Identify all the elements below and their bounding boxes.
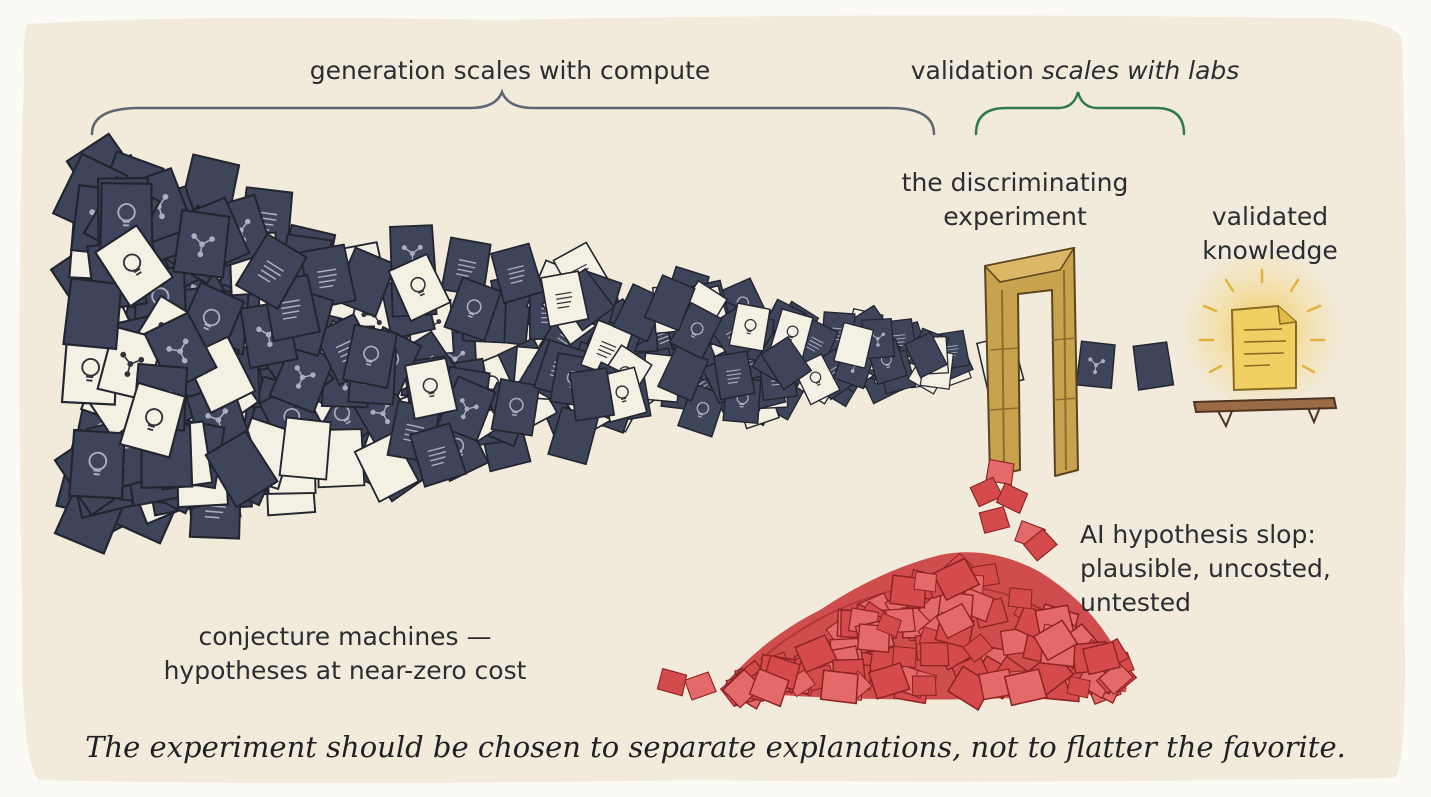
lightbulb-icon — [809, 371, 822, 386]
hypothesis-card-dark — [234, 232, 308, 311]
slop-piece — [962, 633, 994, 663]
hypothesis-card-dark — [1075, 340, 1116, 389]
lightbulb-icon — [410, 276, 426, 297]
generation-bracket — [90, 88, 936, 136]
lightbulb-icon — [202, 308, 221, 331]
lightbulb-icon — [509, 397, 524, 417]
network-icon — [166, 338, 189, 364]
text-lines-icon — [427, 446, 447, 467]
lightbulb-icon — [744, 318, 757, 335]
slop-piece — [748, 667, 790, 708]
hypothesis-card-dark — [490, 377, 541, 437]
slop-piece — [1066, 675, 1091, 699]
hypothesis-slop-pile — [656, 458, 1138, 712]
hypothesis-card-dark — [568, 367, 616, 422]
hypothesis-card-light — [728, 302, 771, 352]
hypothesis-card-dark — [713, 350, 756, 401]
hypothesis-card-dark — [643, 274, 696, 332]
hypothesis-card-dark — [440, 236, 492, 297]
slop-piece — [919, 642, 950, 667]
conjecture-label: conjecture machines —hypotheses at near-… — [163, 622, 527, 685]
slop-piece — [932, 557, 981, 602]
lightbulb-icon — [422, 377, 438, 398]
caption: The experiment should be chosen to separ… — [85, 730, 1346, 764]
hypothesis-card-light — [118, 381, 187, 459]
hypothesis-card-light — [387, 252, 452, 323]
text-lines-icon — [507, 265, 525, 284]
slop-piece — [913, 571, 938, 593]
lightbulb-icon — [466, 299, 482, 319]
network-icon — [1088, 357, 1106, 375]
lightbulb-icon — [696, 401, 710, 418]
lightbulb-icon — [122, 253, 142, 276]
hypothesis-card-dark — [62, 277, 123, 351]
lightbulb-icon — [81, 357, 101, 382]
network-icon — [459, 398, 479, 420]
slop-piece — [867, 662, 911, 700]
hypothesis-card-light — [93, 223, 175, 308]
text-lines-icon — [596, 340, 617, 359]
validation-bracket — [974, 91, 1186, 136]
slop-piece — [683, 671, 717, 701]
slop-pieces — [656, 458, 1138, 712]
validation-label: validation scales with labs — [910, 56, 1240, 85]
slop-piece — [935, 602, 976, 640]
lightbulb-icon — [88, 451, 108, 476]
slop-piece — [1032, 619, 1079, 662]
lightbulb-icon — [363, 345, 380, 366]
discriminating-experiment-gate — [983, 246, 1079, 477]
network-icon — [120, 351, 145, 378]
text-lines-icon — [317, 268, 337, 289]
slop-piece — [656, 667, 688, 697]
network-icon — [191, 233, 215, 258]
lightbulb-icon — [145, 408, 164, 432]
glow-rays — [1198, 268, 1326, 374]
slop-piece — [978, 506, 1011, 534]
lightbulb-icon — [615, 385, 629, 403]
hypothesis-card-light — [353, 431, 420, 504]
hypothesis-card-dark — [760, 335, 813, 391]
text-lines-icon — [726, 369, 742, 384]
slop-piece — [911, 675, 937, 697]
text-lines-icon — [806, 336, 824, 352]
slop-piece — [876, 612, 903, 638]
text-lines-icon — [257, 260, 284, 283]
hypothesis-card-dark — [68, 428, 126, 500]
lightbulb-icon — [117, 203, 136, 227]
hypothesis-card-light — [540, 270, 590, 328]
slop-label: AI hypothesis slop:plausible, uncosted,u… — [1080, 520, 1331, 617]
text-lines-icon — [555, 291, 573, 309]
hypothesis-card-dark — [172, 208, 231, 279]
hypothesis-card-light — [833, 321, 875, 369]
hypothesis-card-dark — [490, 242, 545, 305]
slop-piece — [1003, 668, 1048, 707]
hypothesis-card-dark — [1132, 341, 1175, 391]
text-lines-icon — [456, 259, 477, 277]
slop-piece — [891, 645, 917, 669]
hypothesis-card-dark — [204, 430, 279, 509]
slop-piece — [1081, 641, 1122, 676]
generation-label: generation scales with compute — [309, 56, 711, 85]
text-lines-icon — [280, 299, 301, 320]
hypothesis-cards-stream — [49, 132, 1175, 555]
slop-piece — [1007, 587, 1033, 610]
hypothesis-card-dark — [408, 422, 468, 488]
hypothesis-card-dark — [443, 276, 502, 342]
hypothesis-card-dark — [341, 323, 398, 389]
lightbulb-icon — [690, 322, 704, 339]
network-icon — [294, 365, 316, 389]
validated-knowledge — [1180, 248, 1344, 429]
hypothesis-card-light — [404, 357, 459, 420]
slop-piece — [819, 669, 859, 705]
hypothesis-card-light — [278, 416, 332, 481]
slop-piece — [995, 482, 1029, 515]
hypothesis-card-dark — [904, 331, 948, 379]
slop-piece — [1022, 528, 1058, 562]
